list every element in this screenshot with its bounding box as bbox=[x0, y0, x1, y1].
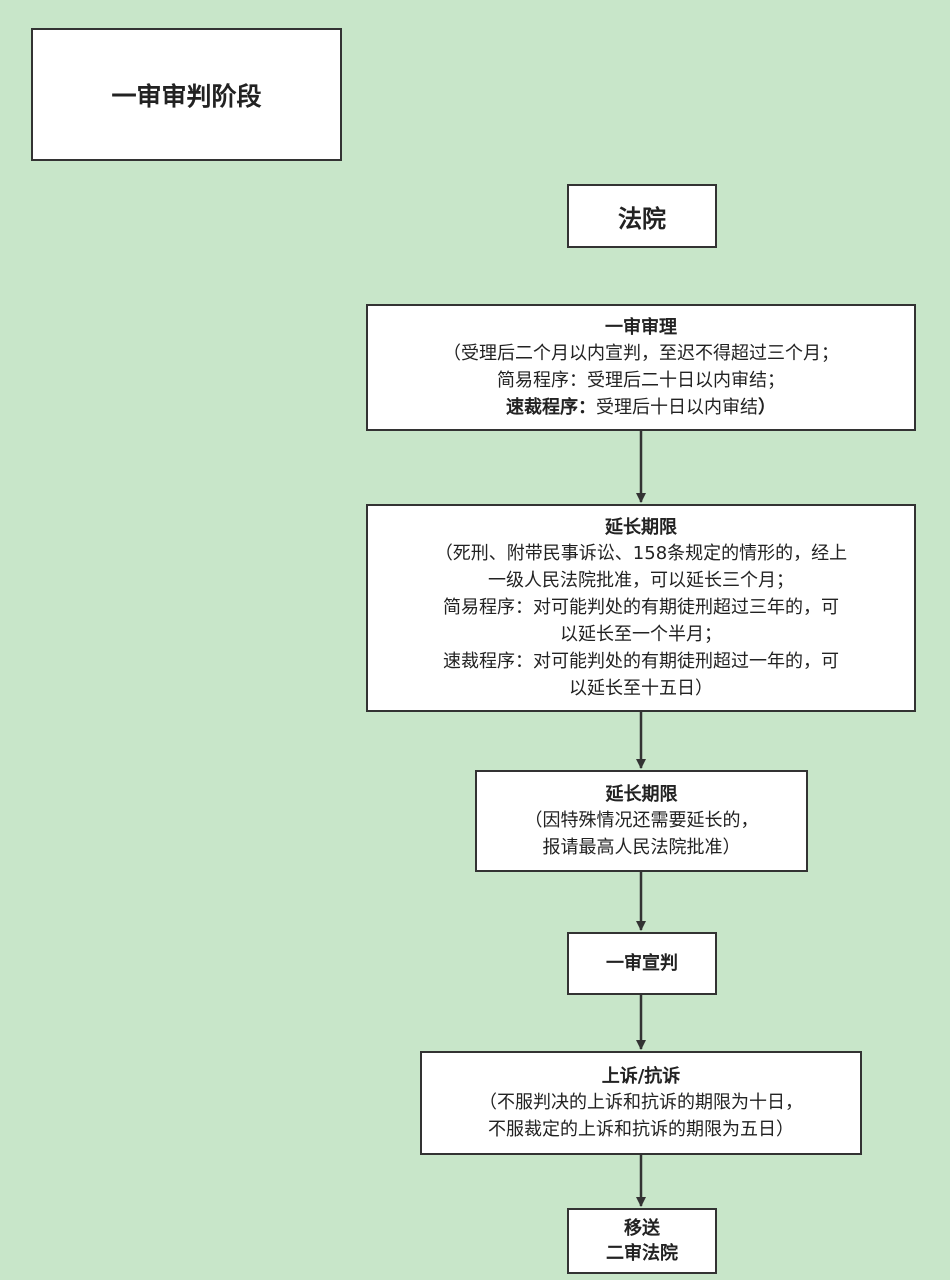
trial-box: 一审审理 （受理后二个月以内宣判，至迟不得超过三个月； 简易程序：受理后二十日以… bbox=[366, 304, 916, 431]
transfer-line-2: 二审法院 bbox=[606, 1243, 678, 1264]
extension1-title: 延长期限 bbox=[605, 516, 677, 538]
extension1-line-5: 速裁程序：对可能判处的有期徒刑超过一年的，可 bbox=[443, 650, 839, 672]
trial-line-1: （受理后二个月以内宣判，至迟不得超过三个月； bbox=[443, 342, 839, 364]
court-label: 法院 bbox=[618, 204, 666, 233]
trial-line-2: 简易程序：受理后二十日以内审结； bbox=[497, 369, 785, 391]
trial-line-3-rest: 受理后十日以内审结 bbox=[596, 396, 758, 418]
trial-line-3-bold: 速裁程序： bbox=[506, 396, 596, 418]
appeal-box: 上诉/抗诉 （不服判决的上诉和抗诉的期限为十日， 不服裁定的上诉和抗诉的期限为五… bbox=[420, 1051, 862, 1155]
extension2-title: 延长期限 bbox=[605, 783, 678, 805]
appeal-line-2: 不服裁定的上诉和抗诉的期限为五日） bbox=[488, 1118, 794, 1140]
extension1-box: 延长期限 （死刑、附带民事诉讼、158条规定的情形的，经上 一级人民法院批准，可… bbox=[366, 504, 916, 712]
appeal-line-1: （不服判决的上诉和抗诉的期限为十日， bbox=[479, 1091, 803, 1113]
extension2-line-2: 报请最高人民法院批准） bbox=[542, 836, 741, 858]
appeal-title: 上诉/抗诉 bbox=[601, 1065, 681, 1087]
stage-title-box: 一审审判阶段 bbox=[31, 28, 342, 161]
extension1-line-1: （死刑、附带民事诉讼、158条规定的情形的，经上 bbox=[434, 542, 848, 564]
court-box: 法院 bbox=[567, 184, 717, 248]
extension2-line-1: （因特殊情况还需要延长的， bbox=[524, 809, 759, 831]
extension1-line-6: 以延长至十五日） bbox=[569, 677, 713, 699]
transfer-line-1: 移送 bbox=[624, 1218, 660, 1239]
extension1-line-2: 一级人民法院批准，可以延长三个月； bbox=[488, 569, 794, 591]
extension1-line-3: 简易程序：对可能判处的有期徒刑超过三年的，可 bbox=[443, 596, 839, 618]
trial-title: 一审审理 bbox=[605, 316, 677, 338]
verdict-box: 一审宣判 bbox=[567, 932, 717, 995]
extension2-box: 延长期限 （因特殊情况还需要延长的， 报请最高人民法院批准） bbox=[475, 770, 808, 872]
verdict-label: 一审宣判 bbox=[606, 953, 678, 974]
trial-line-3: 速裁程序：受理后十日以内审结） bbox=[506, 394, 776, 421]
trial-line-3-close: ） bbox=[758, 396, 776, 418]
extension1-line-4: 以延长至一个半月； bbox=[560, 623, 722, 645]
stage-title: 一审审判阶段 bbox=[111, 81, 262, 111]
transfer-box: 移送 二审法院 bbox=[567, 1208, 717, 1274]
